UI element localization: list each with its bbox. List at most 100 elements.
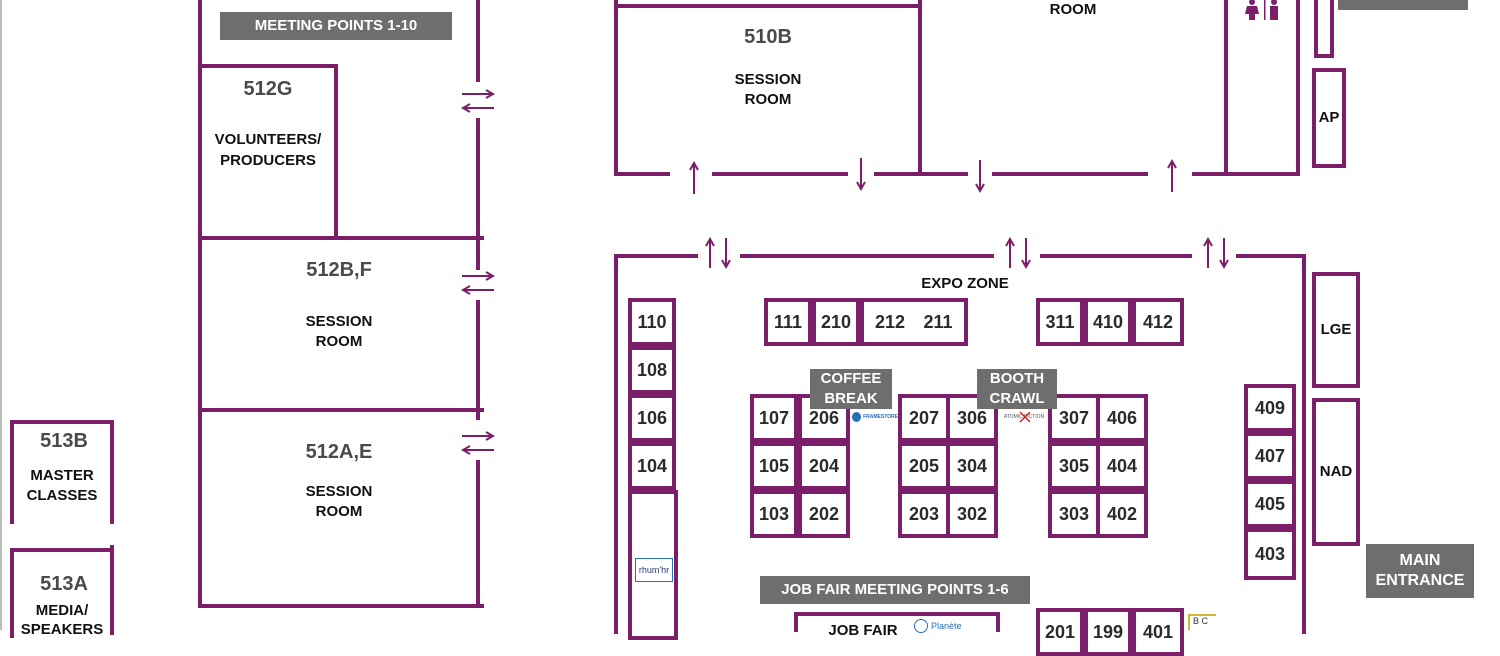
room-ap[interactable]: AP xyxy=(1312,68,1346,168)
booth-306[interactable]: 306 xyxy=(946,394,998,442)
wall-job-fair-right xyxy=(996,612,1000,632)
booth-large-rhum[interactable] xyxy=(628,490,678,640)
booth-302[interactable]: 302 xyxy=(946,490,998,538)
atomic-fiction-logo: ATOMIC FICTION xyxy=(1000,410,1048,424)
booth-405[interactable]: 405 xyxy=(1244,480,1296,528)
booth-409[interactable]: 409 xyxy=(1244,384,1296,432)
booth-406[interactable]: 406 xyxy=(1096,394,1148,442)
framestore-icon xyxy=(852,412,862,422)
wall-512g-right xyxy=(334,64,338,240)
wall-top-bottom-c xyxy=(874,172,968,176)
room-513a-line1: MEDIA/ xyxy=(35,602,89,619)
booth-212[interactable]: 212 xyxy=(860,298,916,346)
door-arrow-down-2 xyxy=(975,160,985,194)
booth-403[interactable]: 403 xyxy=(1244,528,1296,580)
atomic-x-icon xyxy=(1019,411,1031,423)
booth-204[interactable]: 204 xyxy=(798,442,850,490)
room-510b-number: 510B xyxy=(744,26,792,48)
room-top-label: ROOM xyxy=(1049,1,1097,18)
wall-512-right-a xyxy=(476,0,480,82)
booth-205[interactable]: 205 xyxy=(898,442,950,490)
door-arrows-expo-1 xyxy=(705,236,731,270)
room-512bf-number: 512B,F xyxy=(306,259,372,281)
room-nad-label: NAD xyxy=(1319,463,1353,480)
wall-510b-top xyxy=(614,4,922,8)
wall-512ae-top xyxy=(198,408,484,412)
room-small-top xyxy=(1314,0,1334,58)
booth-107[interactable]: 107 xyxy=(750,394,798,442)
room-lge[interactable]: LGE xyxy=(1312,272,1360,388)
booth-402[interactable]: 402 xyxy=(1096,490,1148,538)
coffee-break-tag: COFFEE BREAK xyxy=(810,369,892,409)
booth-303[interactable]: 303 xyxy=(1048,490,1100,538)
booth-412[interactable]: 412 xyxy=(1132,298,1184,346)
booth-201[interactable]: 201 xyxy=(1036,608,1084,656)
planete-icon xyxy=(914,619,928,633)
door-arrows-512ae xyxy=(460,431,496,455)
wall-513-divider xyxy=(10,548,114,552)
door-arrow-up-1 xyxy=(689,160,699,194)
wall-513a-right xyxy=(110,545,114,635)
door-arrow-up-2 xyxy=(1167,158,1177,192)
booth-199[interactable]: 199 xyxy=(1084,608,1132,656)
wall-512-right-c xyxy=(476,300,480,420)
booth-111[interactable]: 111 xyxy=(764,298,812,346)
booth-106[interactable]: 106 xyxy=(628,394,676,442)
wall-job-fair-top xyxy=(794,612,1000,616)
top-right-tag xyxy=(1338,0,1468,10)
room-513a-line2: SPEAKERS xyxy=(20,621,104,638)
job-fair-points-tag: JOB FAIR MEETING POINTS 1-6 xyxy=(760,576,1030,604)
room-512ae-line2: ROOM xyxy=(315,503,363,520)
wall-expo-left xyxy=(614,254,618,634)
booth-crawl-tag: BOOTH CRAWL xyxy=(977,369,1057,409)
booth-105[interactable]: 105 xyxy=(750,442,798,490)
wall-top-bottom-d xyxy=(992,172,1148,176)
room-512ae-number: 512A,E xyxy=(305,441,373,463)
booth-202[interactable]: 202 xyxy=(798,490,850,538)
booth-104[interactable]: 104 xyxy=(628,442,676,490)
room-512g-number: 512G xyxy=(243,78,293,100)
wall-top-bottom-a xyxy=(614,172,670,176)
door-arrows-expo-2 xyxy=(1005,236,1031,270)
booth-311[interactable]: 311 xyxy=(1036,298,1084,346)
booth-110[interactable]: 110 xyxy=(628,298,676,346)
door-arrows-expo-3 xyxy=(1203,236,1229,270)
booth-210[interactable]: 210 xyxy=(812,298,860,346)
meeting-points-tag: MEETING POINTS 1-10 xyxy=(220,12,452,40)
booth-211[interactable]: 211 xyxy=(912,298,968,346)
booth-207[interactable]: 207 xyxy=(898,394,950,442)
room-513b[interactable] xyxy=(10,420,114,524)
door-arrow-down-1 xyxy=(856,158,866,192)
expo-zone-label: EXPO ZONE xyxy=(921,275,1009,292)
room-512bf-line2: ROOM xyxy=(315,333,363,350)
booth-401[interactable]: 401 xyxy=(1132,608,1184,656)
planete-text: Planète xyxy=(931,621,962,631)
room-512bf-line1: SESSION xyxy=(305,313,373,330)
room-510b-line1: SESSION xyxy=(734,71,802,88)
booth-203[interactable]: 203 xyxy=(898,490,950,538)
job-fair-label: JOB FAIR xyxy=(828,622,898,639)
booth-103[interactable]: 103 xyxy=(750,490,798,538)
framestore-logo: FRAMESTORE xyxy=(852,410,898,424)
room-513b-number: 513B xyxy=(40,430,88,452)
wall-512-right-d xyxy=(476,460,480,608)
booth-108[interactable]: 108 xyxy=(628,346,676,394)
booth-304[interactable]: 304 xyxy=(946,442,998,490)
page-edge-line xyxy=(0,0,2,630)
room-ap-label: AP xyxy=(1318,109,1340,126)
wall-expo-top-c xyxy=(1040,254,1192,258)
booth-404[interactable]: 404 xyxy=(1096,442,1148,490)
wall-top-bottom-b xyxy=(712,172,848,176)
wall-510b-left xyxy=(614,0,618,176)
rhum-logo: rhum'hr xyxy=(635,558,673,582)
room-513a-number: 513A xyxy=(40,573,88,595)
wall-expo-top-d xyxy=(1236,254,1306,258)
wall-510b-right xyxy=(918,0,922,176)
door-arrows-512g xyxy=(460,89,496,113)
bc-logo: B C xyxy=(1188,614,1216,630)
room-nad[interactable]: NAD xyxy=(1312,398,1360,546)
booth-410[interactable]: 410 xyxy=(1084,298,1132,346)
wall-512bf-top xyxy=(198,236,484,240)
booth-305[interactable]: 305 xyxy=(1048,442,1100,490)
booth-407[interactable]: 407 xyxy=(1244,432,1296,480)
